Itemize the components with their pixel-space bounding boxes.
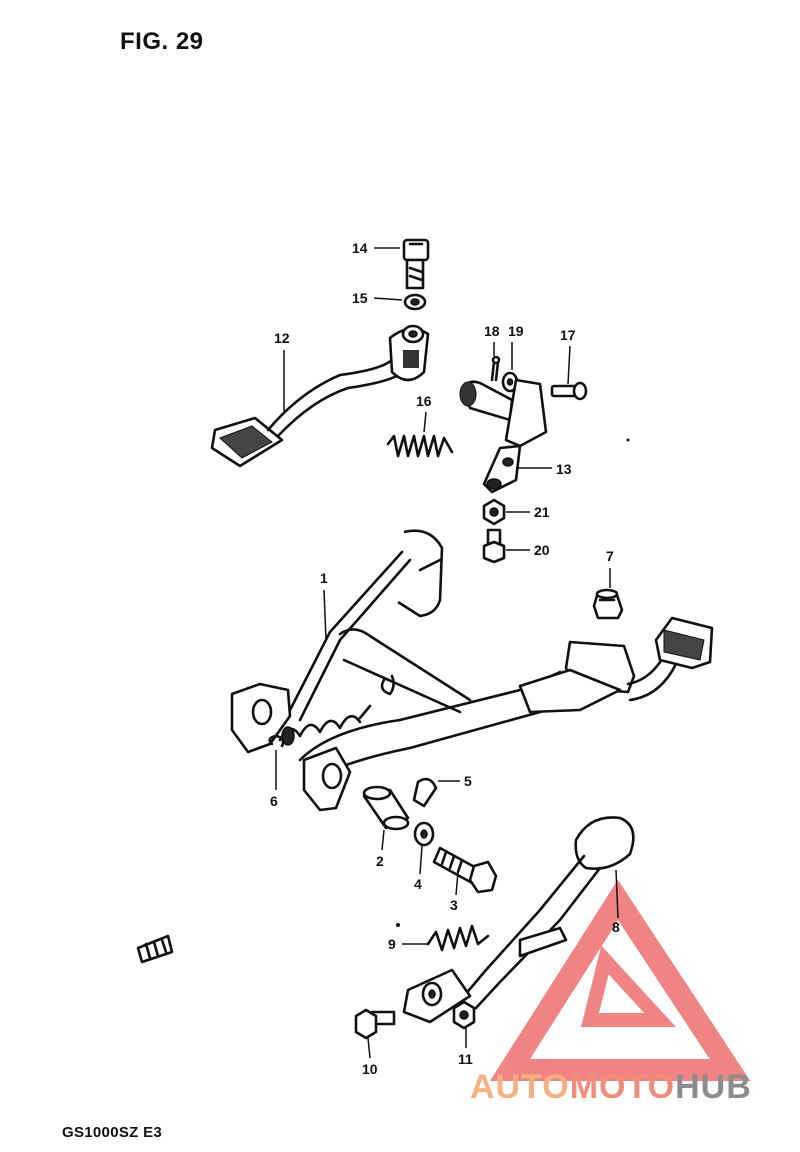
callout-4: 4 <box>414 845 423 892</box>
svg-text:17: 17 <box>560 327 576 343</box>
part-10-bolt <box>354 1008 396 1040</box>
part-1-center-stand <box>230 529 714 812</box>
part-14-bolt <box>402 238 430 290</box>
callout-9: 9 <box>388 936 428 952</box>
part-20-bolt <box>482 528 506 564</box>
part-13-brake-arm <box>459 378 548 494</box>
callout-18: 18 <box>484 323 500 356</box>
part-9-spring <box>396 923 490 952</box>
callout-13: 13 <box>516 461 572 477</box>
svg-text:1: 1 <box>320 570 328 586</box>
svg-text:13: 13 <box>556 461 572 477</box>
svg-text:16: 16 <box>416 393 432 409</box>
svg-text:4: 4 <box>414 876 422 892</box>
watermark-text: AUTOMOTOHUB <box>470 1068 752 1107</box>
part-12-brake-pedal <box>210 324 430 468</box>
part-7-rubber-stopper <box>592 588 624 620</box>
callout-21: 21 <box>506 504 550 520</box>
svg-text:20: 20 <box>534 542 550 558</box>
watermark-moto: MOTO <box>569 1068 676 1106</box>
svg-text:5: 5 <box>464 773 472 789</box>
svg-text:9: 9 <box>388 936 396 952</box>
callout-15: 15 <box>352 290 403 306</box>
callout-8: 8 <box>612 869 620 935</box>
part-3-bolt <box>432 846 498 894</box>
svg-text:3: 3 <box>450 897 458 913</box>
callout-19: 19 <box>508 323 524 370</box>
model-code: GS1000SZ E3 <box>62 1124 163 1141</box>
part-19-washer <box>501 371 519 393</box>
svg-text:15: 15 <box>352 290 368 306</box>
part-17-pin <box>550 381 588 401</box>
sketch-mark <box>136 934 174 964</box>
part-15-washer <box>403 293 427 311</box>
callout-3: 3 <box>450 871 459 913</box>
part-5-clip <box>412 777 438 808</box>
part-2-bushing <box>362 785 410 831</box>
part-4-washer <box>413 821 435 847</box>
callout-16: 16 <box>416 393 432 433</box>
svg-text:2: 2 <box>376 853 384 869</box>
callout-17: 17 <box>560 327 576 385</box>
svg-text:18: 18 <box>484 323 500 339</box>
watermark-logo <box>489 879 751 1081</box>
svg-text:21: 21 <box>534 504 550 520</box>
part-21-nut <box>482 498 506 526</box>
svg-text:19: 19 <box>508 323 524 339</box>
callout-6: 6 <box>270 750 278 809</box>
watermark-hub: HUB <box>675 1068 752 1106</box>
part-16-spring <box>386 434 454 458</box>
watermark-auto: AUTO <box>470 1068 570 1106</box>
callout-11: 11 <box>458 1028 473 1067</box>
callout-10: 10 <box>362 1037 378 1077</box>
part-8-side-stand <box>402 816 635 1024</box>
svg-text:11: 11 <box>458 1051 473 1067</box>
svg-text:6: 6 <box>270 793 278 809</box>
svg-text:7: 7 <box>606 548 614 564</box>
svg-text:10: 10 <box>362 1061 378 1077</box>
figure-title: FIG. 29 <box>120 28 204 55</box>
callout-2: 2 <box>376 829 385 869</box>
callout-14: 14 <box>352 240 400 256</box>
part-6-circlip <box>268 734 285 748</box>
callout-1: 1 <box>320 570 328 641</box>
callout-12: 12 <box>274 330 290 412</box>
stand-spring <box>278 704 372 746</box>
svg-text:14: 14 <box>352 240 368 256</box>
part-11-nut <box>452 1000 476 1030</box>
callout-20: 20 <box>506 542 550 558</box>
part-18-cotter-pin <box>490 355 501 382</box>
svg-text:8: 8 <box>612 919 620 935</box>
svg-text:12: 12 <box>274 330 290 346</box>
callout-5: 5 <box>438 773 472 789</box>
callout-7: 7 <box>606 548 614 588</box>
